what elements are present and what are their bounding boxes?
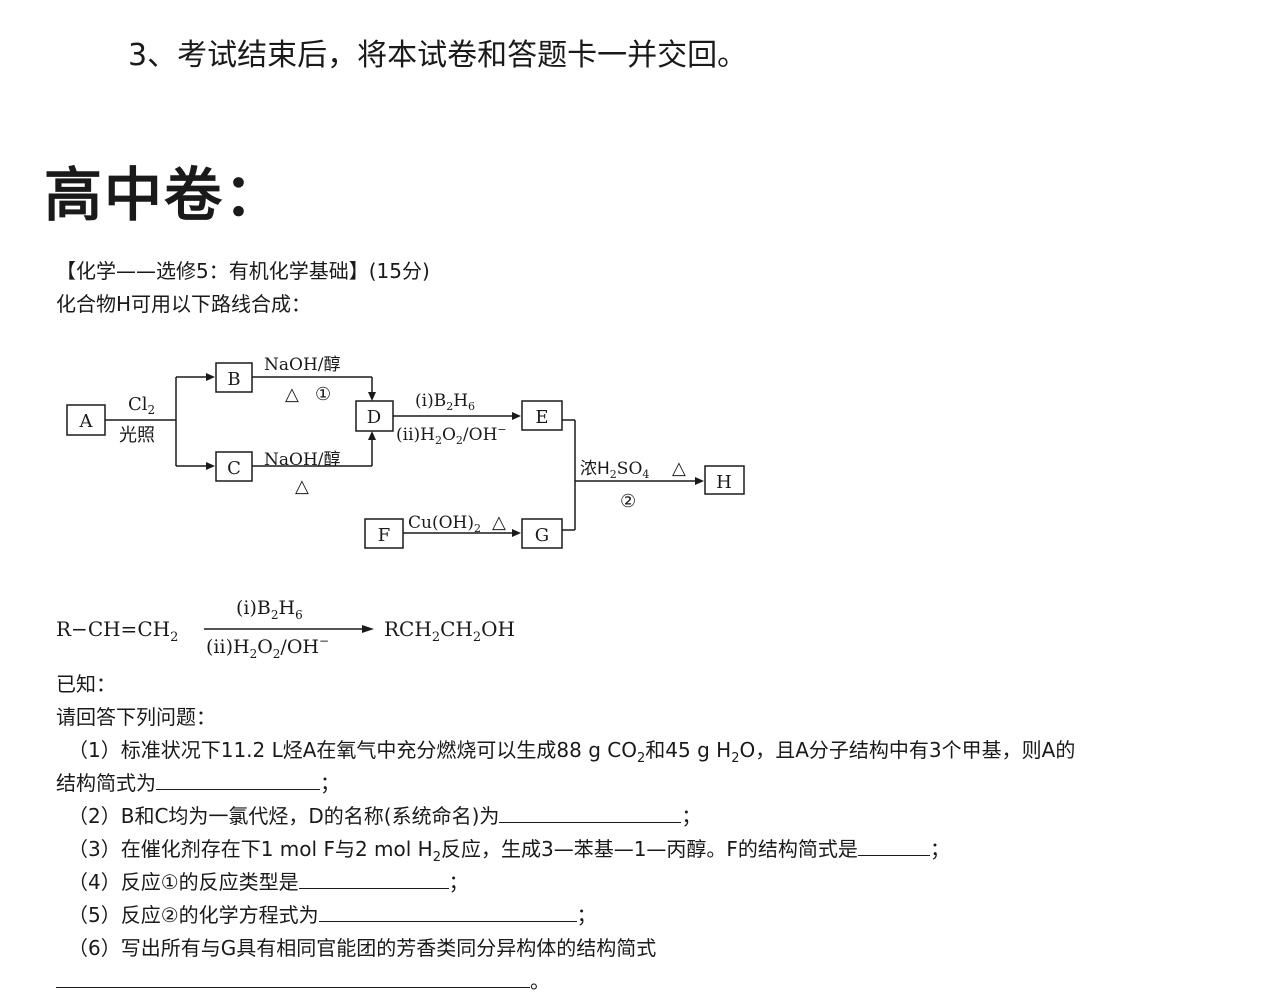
reagent-naoh-alcohol-2: NaOH/醇 bbox=[264, 450, 341, 470]
box-label-g: G bbox=[535, 525, 549, 546]
box-label-e: E bbox=[535, 407, 548, 428]
box-label-b: B bbox=[227, 369, 240, 390]
reaction-label-2: ② bbox=[620, 491, 636, 512]
answer-blank-5[interactable] bbox=[318, 903, 577, 922]
sub-question-1-continued: 结构简式为； bbox=[56, 771, 340, 795]
question-header: 【化学——选修5：有机化学基础】(15分) bbox=[56, 259, 430, 283]
known-reactant: R−CH=CH2 bbox=[56, 617, 178, 645]
box-label-c: C bbox=[227, 458, 241, 479]
reaction-label-1: ① bbox=[315, 384, 331, 405]
known-condition-top: (i)B2H6 bbox=[236, 597, 303, 622]
reagent-h2o2-oh: (ii)H2O2/OH− bbox=[396, 423, 507, 447]
known-label: 已知： bbox=[56, 672, 116, 696]
ask-label: 请回答下列问题： bbox=[56, 705, 216, 729]
answer-blank-4[interactable] bbox=[298, 870, 449, 889]
reagent-cl2: Cl2 bbox=[128, 394, 155, 417]
answer-blank-1[interactable] bbox=[156, 771, 320, 790]
reagent-b2h6: (i)B2H6 bbox=[415, 391, 475, 413]
box-label-h: H bbox=[716, 472, 732, 493]
answer-blank-6[interactable] bbox=[56, 969, 530, 988]
sub-question-6: （6）写出所有与G具有相同官能团的芳香类同分异构体的结构简式 bbox=[68, 936, 657, 960]
box-label-a: A bbox=[79, 411, 94, 432]
sub-question-5: （5）反应②的化学方程式为； bbox=[68, 903, 597, 927]
condition-heat-4: △ bbox=[492, 512, 506, 533]
sub-question-1: （1）标准状况下11.2 L烃A在氧气中充分燃烧可以生成88 g CO2和45 … bbox=[68, 738, 1076, 766]
answer-blank-2[interactable] bbox=[499, 804, 682, 823]
box-label-d: D bbox=[367, 407, 381, 428]
condition-heat-1: △ bbox=[285, 384, 299, 405]
sub-question-4: （4）反应①的反应类型是； bbox=[68, 870, 469, 894]
condition-heat-2: △ bbox=[295, 476, 309, 497]
question-intro: 化合物H可用以下路线合成： bbox=[56, 292, 312, 316]
sub-question-6-answer: 。 bbox=[56, 965, 550, 994]
reagent-naoh-alcohol-1: NaOH/醇 bbox=[264, 355, 341, 375]
sub-question-2: （2）B和C均为一氯代烃，D的名称(系统命名)为； bbox=[68, 804, 702, 828]
box-h bbox=[704, 465, 745, 495]
section-heading: 高中卷： bbox=[44, 161, 285, 229]
reagent-cuoh2: Cu(OH)2 bbox=[408, 513, 481, 535]
reagent-conc-h2so4: 浓H2SO4 bbox=[580, 459, 649, 481]
box-g bbox=[521, 518, 563, 549]
known-condition-bottom: (ii)H2O2/OH− bbox=[206, 634, 329, 661]
box-e bbox=[521, 400, 563, 431]
condition-light: 光照 bbox=[119, 425, 155, 446]
exam-instruction-3: 3、考试结束后，将本试卷和答题卡一并交回。 bbox=[128, 38, 748, 73]
box-label-f: F bbox=[378, 525, 391, 546]
condition-heat-3: △ bbox=[672, 458, 686, 479]
answer-blank-3[interactable] bbox=[857, 837, 930, 856]
sub-question-3: （3）在催化剂存在下1 mol F与2 mol H2反应，生成3—苯基—1—丙醇… bbox=[68, 837, 950, 865]
known-product: RCH2CH2OH bbox=[384, 617, 515, 645]
